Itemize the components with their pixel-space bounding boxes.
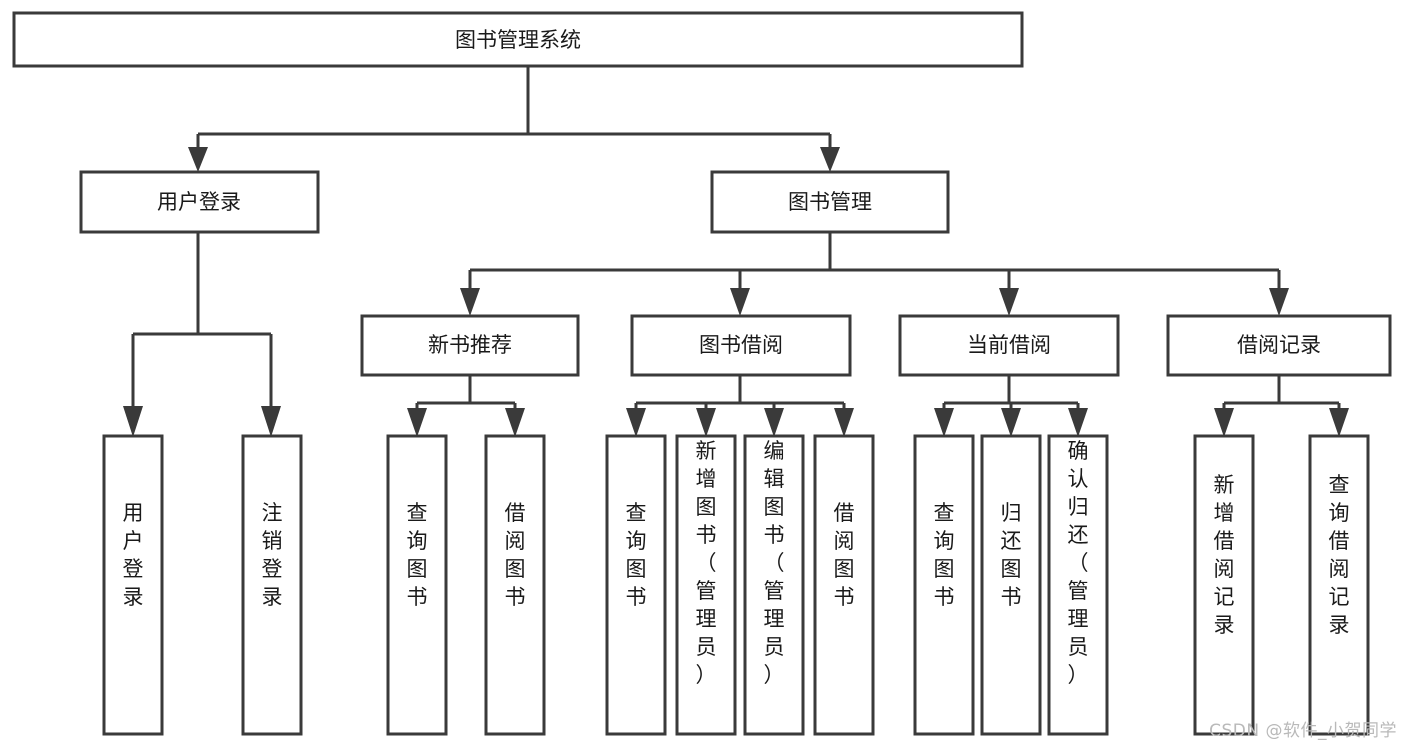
arrow-borrow-leaf-4 bbox=[834, 408, 854, 437]
arrow-root-to-books bbox=[820, 147, 840, 172]
leaf-borrow-1-label: 查询图书 bbox=[626, 501, 647, 609]
node-root[interactable]: 图书管理系统 bbox=[12, 11, 1024, 68]
leaf-records-1-box[interactable] bbox=[1193, 434, 1255, 736]
node-book-borrow-label: 图书借阅 bbox=[699, 333, 783, 357]
leaf-new-book-2[interactable]: 借阅图书 bbox=[484, 434, 546, 736]
arrow-borrow-leaf-1 bbox=[626, 408, 646, 437]
node-book-manage[interactable]: 图书管理 bbox=[710, 170, 950, 234]
node-borrow-records-box[interactable] bbox=[1166, 314, 1392, 377]
arrow-current-leaf-2 bbox=[1001, 408, 1021, 437]
leaf-new-book-1-label: 查询图书 bbox=[407, 501, 428, 609]
leaf-records-2-label: 查询借阅记录 bbox=[1329, 473, 1350, 637]
arrow-borrow-leaf-2 bbox=[696, 408, 716, 437]
connector-group-new-book bbox=[407, 375, 525, 437]
connector-group-user-login bbox=[123, 232, 281, 437]
connector-group-book-manage bbox=[460, 232, 1289, 316]
csdn-watermark: CSDN @软件_小贺同学 bbox=[1209, 721, 1397, 741]
arrow-borrow-leaf-3 bbox=[764, 408, 784, 437]
leaf-borrow-4[interactable]: 借阅图书 bbox=[813, 434, 875, 736]
node-current-borrow-box[interactable] bbox=[898, 314, 1120, 377]
arrow-books-to-borrow bbox=[730, 288, 750, 316]
leaf-new-book-2-box[interactable] bbox=[484, 434, 546, 736]
arrow-books-to-current bbox=[999, 288, 1019, 316]
arrow-records-leaf-2 bbox=[1329, 408, 1349, 437]
leaf-borrow-1-box[interactable] bbox=[605, 434, 667, 736]
leaf-borrow-3-box[interactable] bbox=[743, 434, 805, 736]
arrow-books-to-new bbox=[460, 288, 480, 316]
leaf-user-login-2-box[interactable] bbox=[241, 434, 303, 736]
arrow-user-leaf-1 bbox=[123, 406, 143, 437]
leaf-user-login-1[interactable]: 用户登录 bbox=[102, 434, 164, 736]
node-new-book-rec[interactable]: 新书推荐 bbox=[360, 314, 580, 377]
leaf-current-3[interactable]: 确认归还（管理员） bbox=[1047, 434, 1109, 736]
arrow-current-leaf-1 bbox=[934, 408, 954, 437]
leaf-borrow-1[interactable]: 查询图书 bbox=[605, 434, 667, 736]
leaf-user-login-1-label: 用户登录 bbox=[123, 501, 144, 609]
leaf-new-book-1-box[interactable] bbox=[386, 434, 448, 736]
leaf-records-2[interactable]: 查询借阅记录 bbox=[1308, 434, 1370, 736]
leaf-borrow-4-label: 借阅图书 bbox=[834, 501, 855, 609]
leaf-borrow-2-label: 新增图书（管理员） bbox=[696, 439, 717, 687]
leaf-current-1[interactable]: 查询图书 bbox=[913, 434, 975, 736]
connector-group-root bbox=[188, 66, 840, 172]
node-book-manage-label: 图书管理 bbox=[788, 190, 872, 214]
connector-group-records bbox=[1214, 375, 1349, 437]
leaf-records-1-label: 新增借阅记录 bbox=[1214, 473, 1235, 637]
leaf-current-3-box[interactable] bbox=[1047, 434, 1109, 736]
arrow-newbook-leaf-2 bbox=[505, 408, 525, 437]
leaf-new-book-2-label: 借阅图书 bbox=[505, 501, 526, 609]
node-book-borrow[interactable]: 图书借阅 bbox=[630, 314, 852, 377]
node-current-borrow-label: 当前借阅 bbox=[967, 333, 1051, 357]
leaf-borrow-3-label: 编辑图书（管理员） bbox=[764, 439, 785, 687]
arrow-books-to-records bbox=[1269, 288, 1289, 316]
leaf-records-1[interactable]: 新增借阅记录 bbox=[1193, 434, 1255, 736]
leaf-current-1-label: 查询图书 bbox=[934, 501, 955, 609]
arrow-current-leaf-3 bbox=[1068, 408, 1088, 437]
leaf-current-3-label: 确认归还（管理员） bbox=[1068, 439, 1089, 687]
node-current-borrow[interactable]: 当前借阅 bbox=[898, 314, 1120, 377]
leaf-user-login-2[interactable]: 注销登录 bbox=[241, 434, 303, 736]
connector-group-borrow bbox=[626, 375, 854, 437]
leaf-borrow-2-box[interactable] bbox=[675, 434, 737, 736]
node-borrow-records[interactable]: 借阅记录 bbox=[1166, 314, 1392, 377]
leaf-current-2-label: 归还图书 bbox=[1001, 501, 1022, 609]
leaf-new-book-1[interactable]: 查询图书 bbox=[386, 434, 448, 736]
arrow-user-leaf-2 bbox=[261, 406, 281, 437]
node-book-borrow-box[interactable] bbox=[630, 314, 852, 377]
node-borrow-records-label: 借阅记录 bbox=[1237, 333, 1321, 357]
node-book-manage-box[interactable] bbox=[710, 170, 950, 234]
leaf-user-login-1-box[interactable] bbox=[102, 434, 164, 736]
leaf-user-login-2-label: 注销登录 bbox=[262, 501, 283, 609]
leaf-records-2-box[interactable] bbox=[1308, 434, 1370, 736]
arrow-newbook-leaf-1 bbox=[407, 408, 427, 437]
node-new-book-rec-label: 新书推荐 bbox=[428, 333, 512, 357]
leaf-borrow-3[interactable]: 编辑图书（管理员） bbox=[743, 434, 805, 736]
node-root-label: 图书管理系统 bbox=[455, 28, 581, 52]
node-new-book-rec-box[interactable] bbox=[360, 314, 580, 377]
arrow-records-leaf-1 bbox=[1214, 408, 1234, 437]
node-user-login-label: 用户登录 bbox=[157, 190, 241, 214]
node-root-box[interactable] bbox=[12, 11, 1024, 68]
node-user-login-box[interactable] bbox=[79, 170, 320, 234]
leaf-borrow-4-box[interactable] bbox=[813, 434, 875, 736]
arrow-root-to-user bbox=[188, 147, 208, 172]
leaf-current-2-box[interactable] bbox=[980, 434, 1042, 736]
leaf-current-1-box[interactable] bbox=[913, 434, 975, 736]
node-user-login[interactable]: 用户登录 bbox=[79, 170, 320, 234]
leaf-current-2[interactable]: 归还图书 bbox=[980, 434, 1042, 736]
connector-group-current bbox=[934, 375, 1088, 437]
leaf-borrow-2[interactable]: 新增图书（管理员） bbox=[675, 434, 737, 736]
